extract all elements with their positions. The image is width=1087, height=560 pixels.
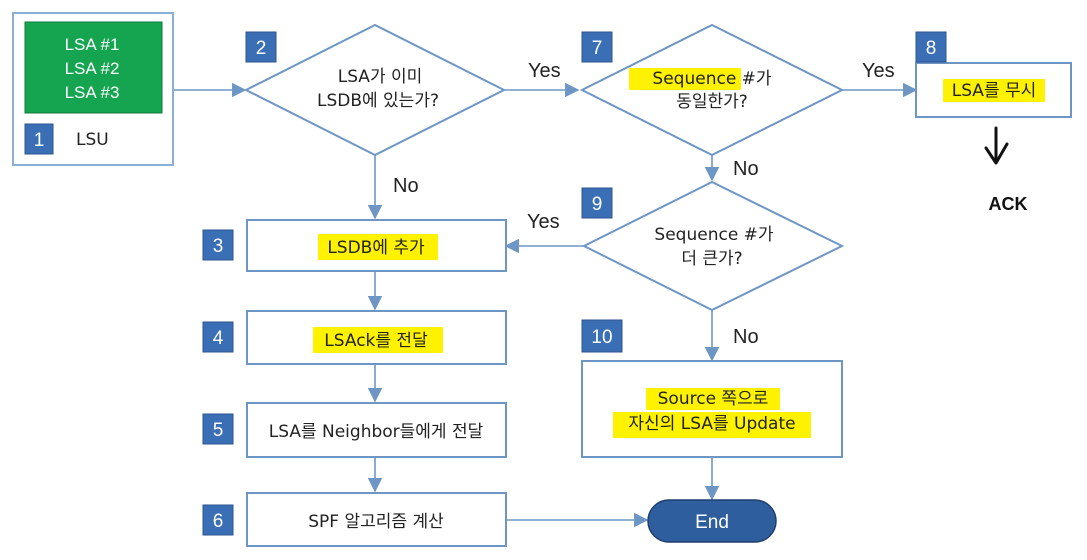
step-badge-8 (915, 31, 947, 63)
decision-7-line-2: 동일한가? (676, 92, 748, 112)
step-badge-10 (581, 319, 623, 353)
step-badge-1 (24, 123, 54, 155)
step-6-text: SPF 알고리즘 계산 (308, 512, 444, 532)
end-terminator: End (647, 499, 777, 543)
edge-labels: Yes No Yes No Yes No (393, 60, 895, 348)
decision-9-line-2: 더 큰가? (681, 249, 742, 269)
highlight-10-line-1 (646, 388, 780, 410)
decision-diamond-2 (243, 23, 507, 157)
edge-label-yes-7-8: Yes (862, 60, 895, 82)
end-label: End (695, 512, 729, 533)
decision-2-line-2: LSDB에 있는가? (317, 91, 439, 111)
step-9-decision: Sequence #가 더 큰가? 9 (581, 180, 845, 312)
step-badge-2 (245, 31, 277, 63)
step-7-decision: Sequence #가 동일한가? 7 (579, 23, 845, 157)
step-6-box: SPF 알고리즘 계산 6 (202, 492, 507, 547)
down-arrow-icon (984, 126, 1009, 165)
step-number-7: 7 (592, 38, 603, 59)
step-number-4: 4 (213, 328, 224, 349)
step-10-line-1: Source 쪽으로 (658, 389, 769, 409)
lsa-item-2: LSA #2 (65, 59, 120, 78)
step-number-5: 5 (213, 420, 224, 441)
edge-label-yes-2-7: Yes (528, 60, 561, 82)
step-badge-9 (581, 187, 613, 219)
highlight-4 (313, 327, 443, 353)
step-3-box: LSDB에 추가 3 (202, 219, 507, 272)
decision-diamond-9 (581, 180, 845, 312)
step-number-2: 2 (256, 38, 267, 59)
edge-label-no-7-9: No (733, 158, 759, 180)
highlight-10-line-2 (613, 412, 811, 438)
decision-7-line-1: Sequence #가 (652, 69, 772, 89)
step-badge-5 (202, 413, 234, 445)
highlight-7 (629, 68, 741, 90)
step-4-box: LSAck를 전달 4 (202, 310, 507, 365)
step-8-box: LSA를 무시 8 (915, 31, 1072, 118)
step-number-3: 3 (213, 236, 224, 257)
step-number-10: 10 (591, 327, 612, 348)
lsu-label: LSU (76, 130, 109, 150)
step-number-9: 9 (592, 194, 603, 215)
process-box-4 (246, 310, 507, 365)
edge-label-no-2-3: No (393, 175, 419, 197)
decision-9-line-1: Sequence #가 (654, 225, 774, 245)
step-badge-7 (581, 31, 613, 63)
process-box-6 (246, 492, 507, 547)
step-number-8: 8 (926, 38, 937, 59)
step-badge-6 (202, 504, 234, 536)
edge-label-yes-9-3: Yes (527, 211, 560, 233)
lsa-item-3: LSA #3 (65, 83, 120, 102)
edge-label-no-9-10: No (733, 326, 759, 348)
lsu-box: LSA #1 LSA #2 LSA #3 1 LSU (12, 12, 174, 166)
process-box-5 (246, 402, 507, 458)
step-badge-3 (202, 229, 234, 261)
ack-label: ACK (989, 194, 1028, 214)
ack-annotation: ACK (984, 126, 1028, 214)
step-badge-4 (202, 321, 234, 353)
highlight-8 (943, 79, 1045, 102)
connectors (173, 82, 918, 528)
step-5-text: LSA를 Neighbor들에게 전달 (269, 422, 484, 442)
step-3-text: LSDB에 추가 (327, 238, 425, 258)
step-10-line-2: 자신의 LSA를 Update (628, 414, 795, 434)
end-pill (647, 499, 777, 543)
step-5-box: LSA를 Neighbor들에게 전달 5 (202, 402, 507, 458)
step-4-text: LSAck를 전달 (324, 331, 428, 351)
step-10-box: Source 쪽으로 자신의 LSA를 Update 10 (581, 319, 843, 458)
lsa-list-box (24, 21, 163, 114)
lsa-item-1: LSA #1 (65, 35, 120, 54)
step-number-1: 1 (34, 130, 45, 151)
step-8-text: LSA를 무시 (952, 81, 1037, 101)
decision-2-line-1: LSA가 이미 (338, 67, 423, 87)
highlight-3 (318, 234, 438, 260)
step-2-decision: LSA가 이미 LSDB에 있는가? 2 (243, 23, 507, 157)
step-number-6: 6 (213, 511, 224, 532)
